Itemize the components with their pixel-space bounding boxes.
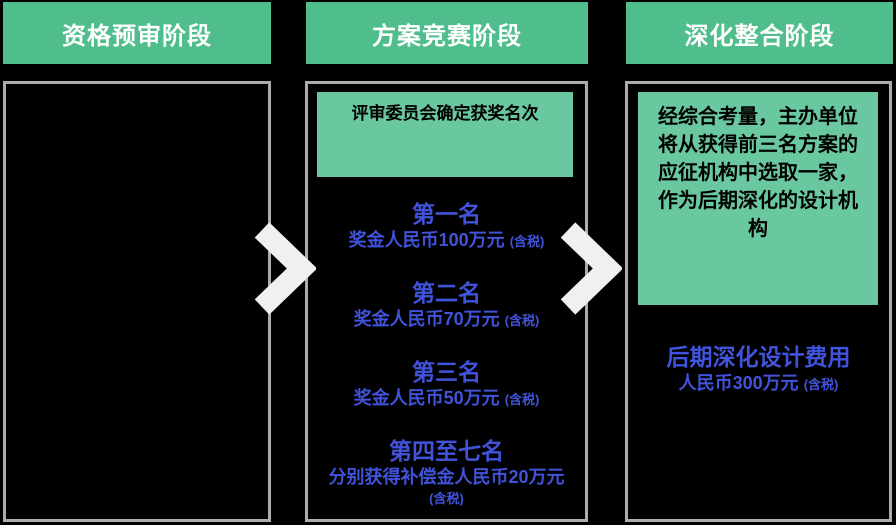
prize-tax-note: (含税) — [504, 392, 540, 407]
prize-amount-text: 奖金人民币50万元 — [353, 388, 500, 408]
prize-amount-text: 分别获得补偿金人民币20万元 — [328, 467, 565, 487]
fee-block: 后期深化设计费用 人民币300万元 (含税) — [628, 344, 889, 396]
fee-title: 后期深化设计费用 — [666, 344, 851, 370]
prize-item-fourth-to-seventh: 第四至七名 分别获得补偿金人民币20万元 (含税) — [328, 439, 564, 510]
fee-amount: 人民币300万元 (含税) — [628, 372, 889, 396]
prize-amount: 奖金人民币70万元 (含税) — [354, 308, 540, 332]
prize-rank: 第二名 — [412, 280, 481, 306]
stage-header-integration: 深化整合阶段 — [626, 2, 893, 64]
stage-box-prequalification — [3, 81, 271, 522]
chevron-right-arrow-icon — [560, 222, 622, 315]
fee-tax-note: (含税) — [803, 377, 839, 392]
prize-rank: 第三名 — [412, 359, 481, 385]
prize-list: 第一名 奖金人民币100万元 (含税) 第二名 奖金人民币70万元 (含税) 第… — [308, 202, 585, 510]
stage-header-prequalification: 资格预审阶段 — [3, 2, 271, 64]
chevron-right-arrow-icon — [254, 222, 316, 315]
stage-box-integration: 经综合考量，主办单位将从获得前三名方案的应征机构中选取一家，作为后期深化的设计机… — [625, 81, 892, 522]
stage-box-competition: 评审委员会确定获奖名次 第一名 奖金人民币100万元 (含税) 第二名 奖金人民… — [305, 81, 588, 522]
prize-item-third: 第三名 奖金人民币50万元 (含税) — [354, 360, 540, 411]
stage-header-competition: 方案竞赛阶段 — [306, 2, 588, 64]
prize-tax-note: (含税) — [509, 234, 545, 249]
selection-note-panel: 经综合考量，主办单位将从获得前三名方案的应征机构中选取一家，作为后期深化的设计机… — [638, 92, 878, 305]
prize-amount: 奖金人民币100万元 (含税) — [349, 229, 545, 253]
prize-item-second: 第二名 奖金人民币70万元 (含税) — [354, 281, 540, 332]
prize-tax-note: (含税) — [504, 313, 540, 328]
prize-item-first: 第一名 奖金人民币100万元 (含税) — [349, 202, 545, 253]
fee-amount-text: 人民币300万元 — [678, 373, 799, 393]
prize-amount-text: 奖金人民币100万元 — [348, 230, 505, 250]
prize-amount: 奖金人民币50万元 (含税) — [354, 387, 540, 411]
prize-amount-text: 奖金人民币70万元 — [353, 309, 500, 329]
prize-rank: 第四至七名 — [389, 438, 504, 464]
prize-amount: 分别获得补偿金人民币20万元 (含税) — [328, 466, 564, 510]
prize-tax-note: (含税) — [429, 491, 464, 506]
jury-note-panel: 评审委员会确定获奖名次 — [317, 92, 573, 177]
prize-rank: 第一名 — [411, 201, 481, 227]
